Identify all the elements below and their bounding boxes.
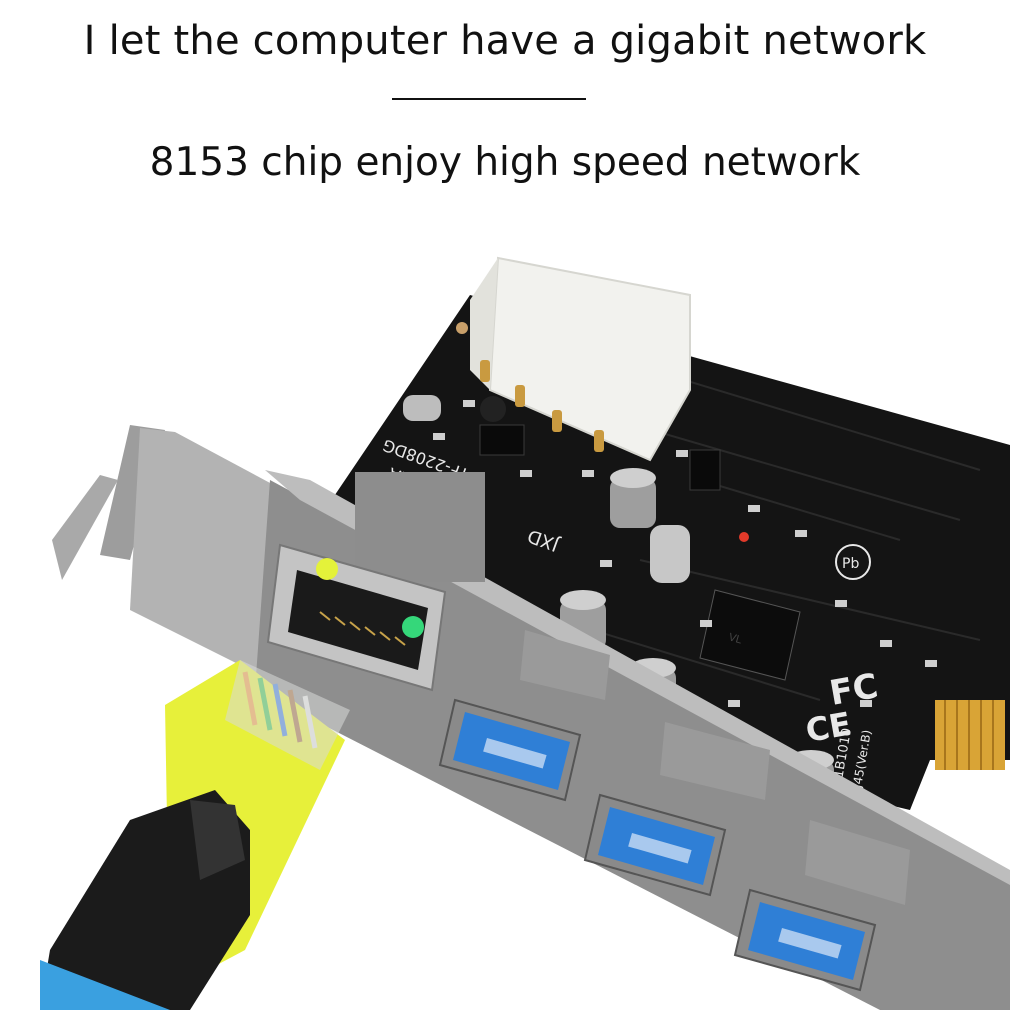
gold-contacts xyxy=(935,700,1005,770)
pb-free-logo: Pb xyxy=(835,544,871,580)
ce-logo: CE xyxy=(803,705,854,750)
mounting-hole xyxy=(456,322,468,334)
rj45-port xyxy=(266,472,485,692)
led-indicator xyxy=(739,532,749,542)
divider-line xyxy=(392,98,586,100)
small-chip xyxy=(689,449,721,491)
svg-text:VL: VL xyxy=(727,631,743,646)
crystal-oscillator xyxy=(650,525,690,583)
molex-connector xyxy=(470,256,691,462)
usb3-port xyxy=(583,793,727,897)
controller-chip: VL xyxy=(699,589,801,681)
crystal-oscillator xyxy=(403,395,441,421)
headline: I let the computer have a gigabit networ… xyxy=(83,18,927,64)
smd-components xyxy=(433,400,937,707)
inductor xyxy=(480,396,506,422)
usb3-port xyxy=(438,698,582,802)
ethernet-cable xyxy=(40,660,350,1010)
svg-text:Pb: Pb xyxy=(842,556,859,572)
link-led-yellow xyxy=(316,558,338,580)
usb3-port xyxy=(733,888,877,992)
small-chip xyxy=(479,424,525,456)
activity-led-green xyxy=(402,616,424,638)
subheadline: 8153 chip enjoy high speed network xyxy=(149,140,861,185)
fcc-logo: FC xyxy=(827,666,881,714)
bracket-tabs xyxy=(520,630,910,905)
